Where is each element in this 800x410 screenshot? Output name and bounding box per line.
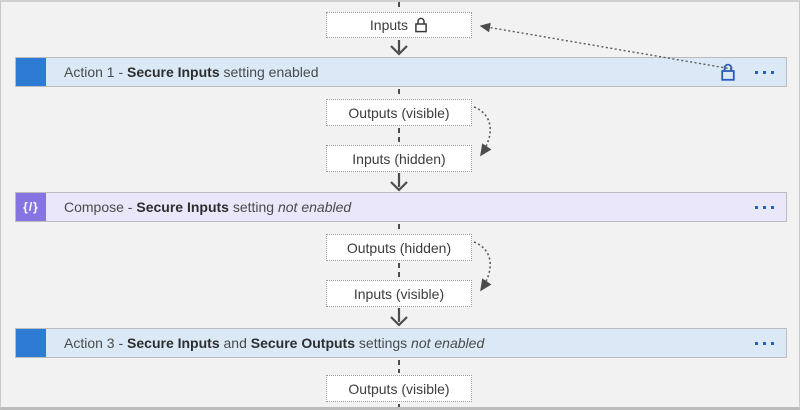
secure-inputs-lock-icon — [721, 63, 735, 81]
outputs-hidden-node: Outputs (hidden) — [326, 234, 472, 261]
compose-icon: {/} — [16, 193, 46, 221]
title-segment-secure-inputs: Secure Inputs — [127, 335, 220, 351]
more-options-icon[interactable] — [753, 202, 776, 213]
compose-icon-glyph: {/} — [23, 200, 39, 214]
title-segment: Action 1 - — [64, 64, 128, 80]
io-node-label: Outputs (hidden) — [346, 239, 452, 256]
inputs-node-top: Inputs — [326, 12, 472, 38]
action1-card[interactable]: Action 1 - Secure Inputs setting enabled — [15, 57, 787, 87]
io-node-label: Inputs (hidden) — [352, 150, 446, 167]
compose-title: Compose - Secure Inputs setting not enab… — [64, 199, 351, 215]
more-options-icon[interactable] — [753, 338, 776, 349]
title-segment: settings — [355, 335, 412, 351]
title-segment-secure-inputs: Secure Inputs — [127, 64, 220, 80]
action3-icon — [16, 329, 46, 357]
outputs-visible-node-2: Outputs (visible) — [326, 375, 472, 402]
title-segment-state: not enabled — [277, 199, 352, 215]
outputs-to-inputs-arrow-1 — [473, 106, 492, 157]
inputs-hidden-node: Inputs (hidden) — [326, 145, 472, 172]
io-node-label: Outputs (visible) — [348, 380, 450, 397]
title-segment: setting enabled — [219, 64, 319, 80]
io-node-label: Inputs (visible) — [353, 285, 445, 302]
title-segment-secure-outputs: Secure Outputs — [250, 335, 356, 351]
title-segment: and — [219, 335, 251, 351]
title-segment-state: not enabled — [411, 335, 485, 351]
title-segment: Action 3 - — [64, 335, 128, 351]
outputs-to-inputs-arrow-2 — [473, 241, 492, 292]
action3-card[interactable]: Action 3 - Secure Inputs and Secure Outp… — [15, 328, 787, 358]
action1-icon — [16, 58, 46, 86]
title-segment: setting — [228, 199, 278, 215]
outputs-visible-node-1: Outputs (visible) — [326, 99, 472, 126]
io-node-label: Outputs (visible) — [348, 104, 450, 121]
compose-card[interactable]: {/} Compose - Secure Inputs setting not … — [15, 192, 787, 222]
action3-title: Action 3 - Secure Inputs and Secure Outp… — [64, 335, 484, 351]
title-segment-secure-inputs: Secure Inputs — [136, 199, 229, 215]
inputs-node-label: Inputs — [369, 17, 409, 33]
title-segment: Compose - — [64, 199, 137, 215]
inputs-visible-node: Inputs (visible) — [326, 280, 472, 307]
more-options-icon[interactable] — [753, 67, 776, 78]
lock-icon — [415, 17, 427, 33]
action1-title: Action 1 - Secure Inputs setting enabled — [64, 64, 318, 80]
